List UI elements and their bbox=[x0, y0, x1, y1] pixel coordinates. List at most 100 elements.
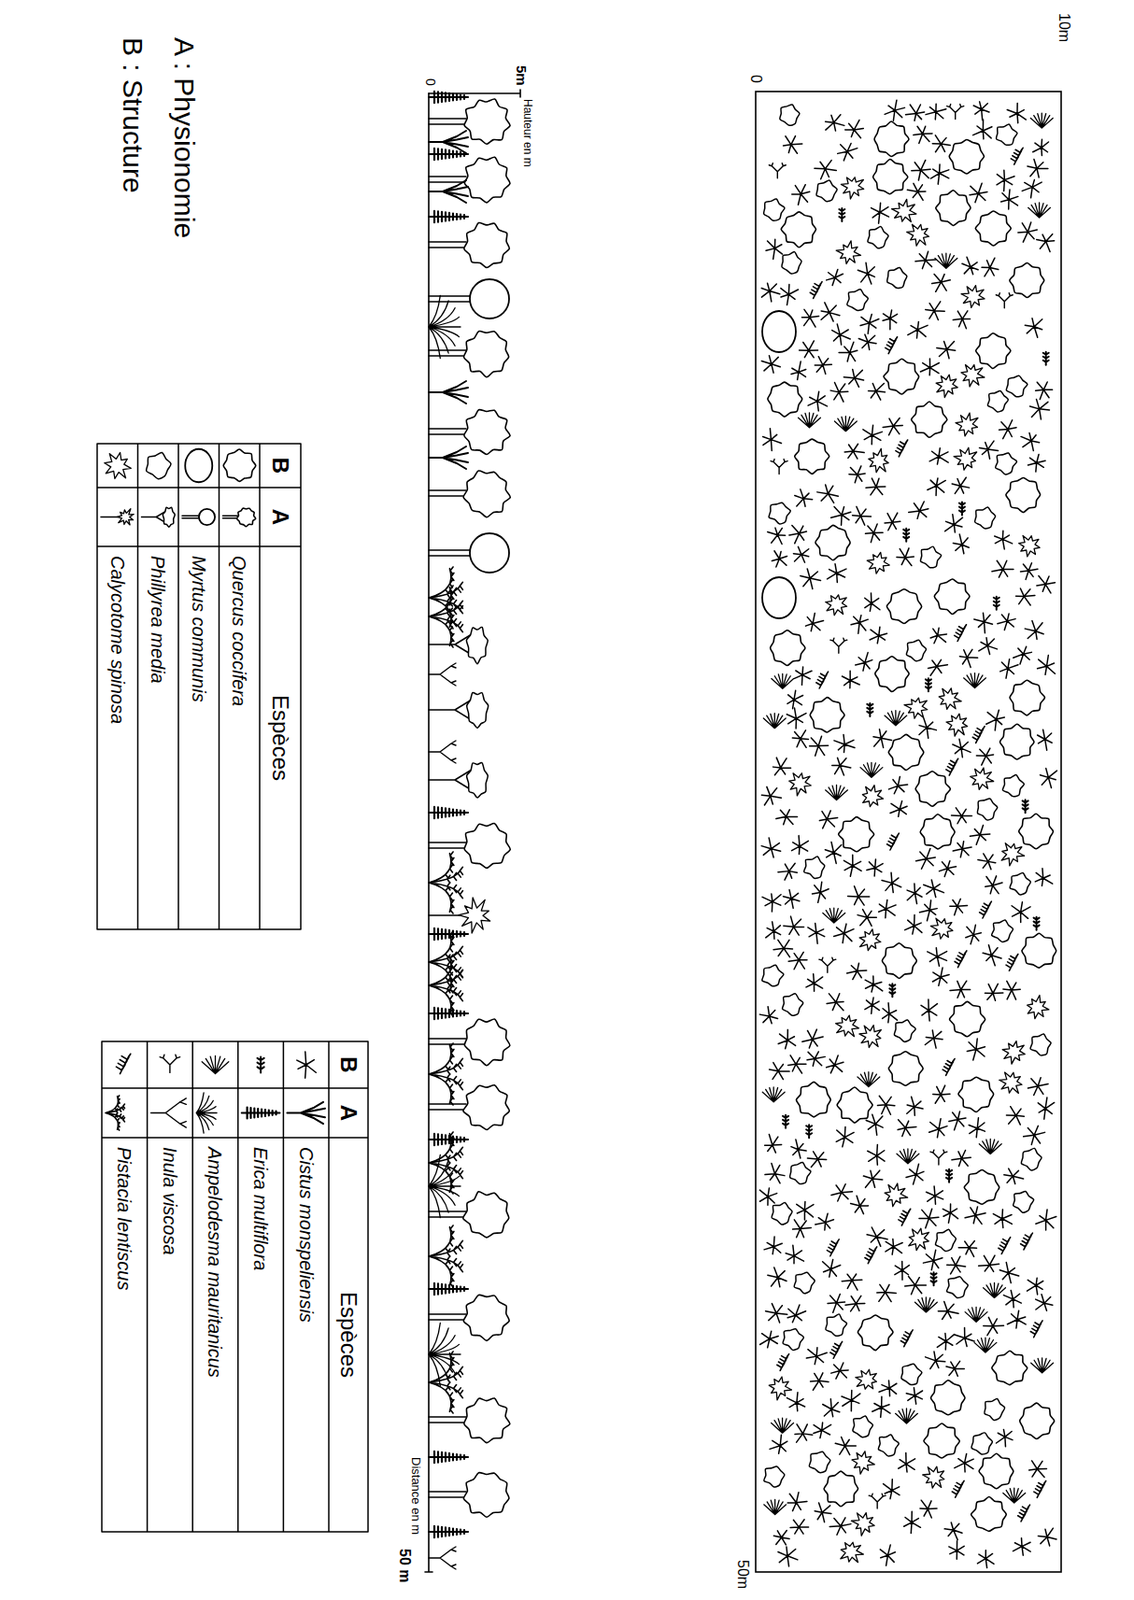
calycotome-outline bbox=[935, 374, 958, 397]
ampelodesma-outline bbox=[201, 1055, 229, 1074]
cistus-outline bbox=[1024, 621, 1044, 640]
cistus-plan-symbol bbox=[855, 652, 873, 672]
pistacia-outline bbox=[895, 439, 908, 457]
cistus-outline bbox=[966, 1038, 985, 1061]
quercus-plan-symbol bbox=[888, 1051, 923, 1086]
phillyrea-plan-symbol bbox=[906, 639, 926, 661]
cistus-outline bbox=[759, 1188, 777, 1205]
quercus-plan-symbol bbox=[823, 1471, 858, 1507]
cistus-outline bbox=[907, 183, 926, 200]
profile-view bbox=[428, 91, 511, 1570]
cistus-plan-symbol bbox=[951, 477, 969, 494]
cistus-outline bbox=[932, 135, 950, 153]
pistacia-outline bbox=[428, 1225, 463, 1288]
inula-outline bbox=[930, 1149, 948, 1165]
cistus-outline bbox=[850, 1195, 869, 1214]
cistus-outline bbox=[847, 963, 867, 979]
quercus-outline bbox=[838, 817, 875, 852]
calycotome-outline bbox=[104, 452, 131, 479]
cistus-plan-symbol bbox=[907, 883, 922, 905]
pistacia-plan-symbol bbox=[1006, 953, 1019, 971]
quercus-outline bbox=[976, 333, 1011, 369]
pistacia-outline bbox=[1020, 1233, 1034, 1250]
cistus-outline bbox=[773, 1530, 790, 1546]
ampelodesma-outline bbox=[964, 1306, 988, 1322]
species-name: Quercus coccifera bbox=[228, 555, 250, 707]
cistus-outline bbox=[783, 136, 803, 155]
phillyrea-outline bbox=[781, 252, 802, 274]
cistus-outline bbox=[817, 484, 839, 503]
pistacia-outline bbox=[954, 950, 967, 968]
quercus-outline bbox=[428, 490, 467, 497]
pistacia-outline bbox=[900, 1330, 913, 1347]
erica-outline bbox=[257, 1057, 265, 1074]
phillyrea-outline bbox=[466, 626, 488, 664]
cistus-outline bbox=[922, 1249, 942, 1270]
cistus-plan-symbol bbox=[1003, 1289, 1021, 1307]
erica-outline bbox=[993, 596, 1000, 610]
cistus-plan-symbol bbox=[863, 425, 882, 444]
ampelodesma-outline bbox=[974, 1337, 997, 1353]
phillyrea-outline bbox=[467, 763, 489, 799]
pistacia-outline bbox=[777, 1354, 790, 1372]
phillyrea-outline bbox=[935, 1229, 957, 1251]
calycotome-plan-symbol bbox=[1019, 535, 1040, 556]
erica-profile-symbol bbox=[428, 1134, 468, 1146]
calycotome-outline bbox=[1001, 843, 1025, 866]
phillyrea-outline bbox=[825, 1314, 848, 1336]
cistus-outline bbox=[794, 489, 813, 507]
cistus-outline bbox=[881, 872, 902, 893]
cistus-plan-symbol bbox=[889, 776, 908, 794]
cistus-plan-symbol bbox=[1011, 902, 1031, 923]
cistus-outline bbox=[1020, 433, 1040, 452]
cistus-outline bbox=[785, 1245, 804, 1264]
pistacia-outline bbox=[428, 585, 463, 648]
table-header: A bbox=[268, 509, 293, 525]
cistus-outline bbox=[815, 1213, 835, 1231]
cistus-plan-symbol bbox=[868, 383, 886, 401]
cistus-outline bbox=[877, 1095, 894, 1115]
quercus-plan-symbol bbox=[978, 1453, 1014, 1489]
phillyrea-outline bbox=[995, 453, 1018, 475]
cistus-plan-symbol bbox=[907, 183, 926, 200]
cistus-outline bbox=[806, 1347, 827, 1365]
erica-outline bbox=[428, 1451, 468, 1463]
cistus-outline bbox=[905, 1276, 927, 1295]
phillyrea-plan-symbol bbox=[1013, 1190, 1035, 1213]
cistus-plan-symbol bbox=[1027, 454, 1046, 473]
cistus-outline bbox=[788, 951, 808, 969]
pistacia-plan-symbol bbox=[1010, 147, 1023, 165]
cistus-outline bbox=[890, 801, 908, 818]
erica-plan-symbol bbox=[889, 983, 895, 997]
cistus-plan-symbol bbox=[822, 1399, 840, 1418]
table-header: B bbox=[268, 457, 293, 474]
cistus-plan-symbol bbox=[932, 273, 951, 292]
cistus-outline bbox=[864, 524, 883, 543]
cistus-plan-symbol bbox=[952, 738, 971, 757]
cistus-plan-symbol bbox=[928, 659, 949, 676]
cistus-plan-symbol bbox=[807, 391, 827, 412]
quercus-outline bbox=[975, 211, 1011, 246]
cistus-plan-symbol bbox=[1000, 659, 1019, 679]
quercus-plan-symbol bbox=[976, 333, 1011, 369]
pistacia-plan-symbol bbox=[115, 1053, 130, 1074]
cistus-outline bbox=[924, 1030, 943, 1049]
quercus-plan-symbol bbox=[949, 139, 984, 174]
cistus-outline bbox=[958, 1241, 977, 1258]
cistus-plan-symbol bbox=[786, 708, 807, 729]
species-name: Myrtus communis bbox=[188, 555, 210, 703]
erica-plan-symbol bbox=[782, 1115, 789, 1129]
cistus-outline bbox=[969, 824, 990, 845]
cistus-outline bbox=[965, 924, 981, 944]
phillyrea-plan-symbol bbox=[764, 1466, 785, 1488]
cistus-plan-symbol bbox=[810, 1373, 829, 1390]
cistus-plan-symbol bbox=[992, 560, 1014, 578]
ampelodesma-plan-symbol bbox=[860, 762, 883, 778]
calycotome-plan-symbol bbox=[851, 1451, 875, 1475]
cistus-plan-symbol bbox=[778, 1029, 795, 1049]
cistus-outline bbox=[841, 1389, 861, 1411]
cistus-outline bbox=[844, 443, 865, 459]
cistus-plan-symbol bbox=[863, 1170, 882, 1188]
cistus-plan-symbol bbox=[1024, 621, 1044, 640]
phillyrea-outline bbox=[847, 289, 869, 312]
